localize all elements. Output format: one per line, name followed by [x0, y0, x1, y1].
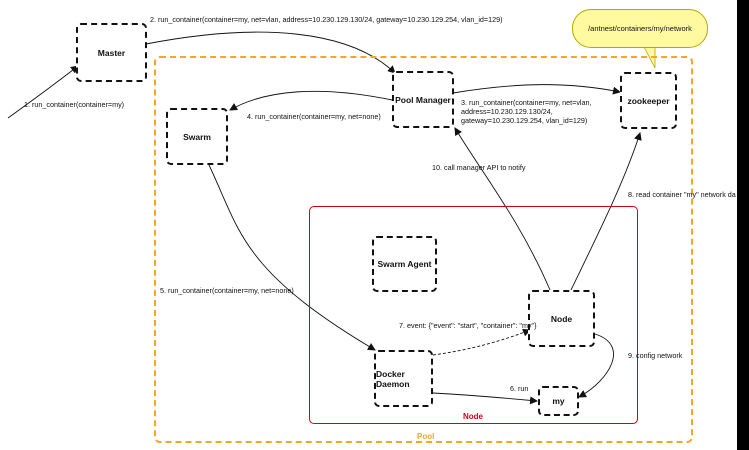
container-my-label: my [552, 396, 565, 406]
container-my-box[interactable]: my [538, 386, 579, 416]
master-label: Master [97, 47, 126, 58]
node-region-label: Node [463, 412, 483, 421]
docker-daemon-box[interactable]: Docker Daemon [374, 350, 433, 407]
callout-tail [641, 42, 656, 69]
edge-1-label: 1. run_container(container=my) [24, 100, 125, 109]
edge-4-line [229, 90, 393, 111]
pool-manager-box[interactable]: Pool Manager [392, 71, 454, 128]
master-box[interactable]: Master [76, 23, 147, 82]
edge-10-line [454, 127, 551, 291]
node-region [309, 206, 638, 424]
callout-text: /antnest/containers/my/network [588, 24, 692, 33]
edge-3-line [452, 84, 621, 95]
zookeeper-label: zookeeper [627, 95, 670, 106]
docker-daemon-label: Docker Daemon [376, 368, 410, 389]
edge-1-line [7, 65, 79, 119]
pool-manager-label: Pool Manager [395, 94, 451, 105]
pool-region [154, 56, 693, 443]
swarm-agent-label: Swarm Agent [377, 259, 432, 269]
pool-label: Pool [417, 432, 435, 441]
edge-3-label-line: gateway=10.230.129.254, vlan_id=129) [461, 116, 588, 125]
window-edge-bar [737, 0, 749, 450]
edge-8-label: 8. read container "my" network da [628, 190, 736, 199]
edge-9-line [578, 333, 614, 398]
edge-3-label: 3. run_container(container=my, net=vlan,… [461, 98, 592, 125]
edge-9-label: 9. config network [628, 351, 683, 360]
edge-7-label: 7. event: {"event": "start", "container"… [399, 321, 537, 330]
edge-3-label-line: address=10.230.129.130/24, [461, 107, 553, 116]
edge-5-label: 5. run_container(container=my, net=none) [160, 286, 294, 295]
swarm-box[interactable]: Swarm [166, 108, 228, 165]
edge-6-line [432, 392, 538, 405]
swarm-agent-box[interactable]: Swarm Agent [372, 236, 437, 292]
node-box[interactable]: Node [528, 290, 595, 347]
edge-2-line [145, 31, 396, 74]
node-label: Node [550, 313, 573, 324]
edge-2-label: 2. run_container(container=my, net=vlan,… [150, 15, 503, 24]
zookeeper-path-callout: /antnest/containers/my/network [572, 9, 708, 48]
swarm-label: Swarm [183, 131, 211, 142]
edge-3-label-line: 3. run_container(container=my, net=vlan, [461, 98, 592, 107]
zookeeper-box[interactable]: zookeeper [620, 72, 677, 129]
edge-6-label: 6. run [510, 384, 529, 393]
edge-4-label: 4. run_container(container=my, net=none) [247, 112, 381, 121]
edge-10-label: 10. call manager API to notify [432, 163, 526, 172]
edge-5-line [208, 164, 376, 351]
edge-7-line [432, 328, 531, 356]
